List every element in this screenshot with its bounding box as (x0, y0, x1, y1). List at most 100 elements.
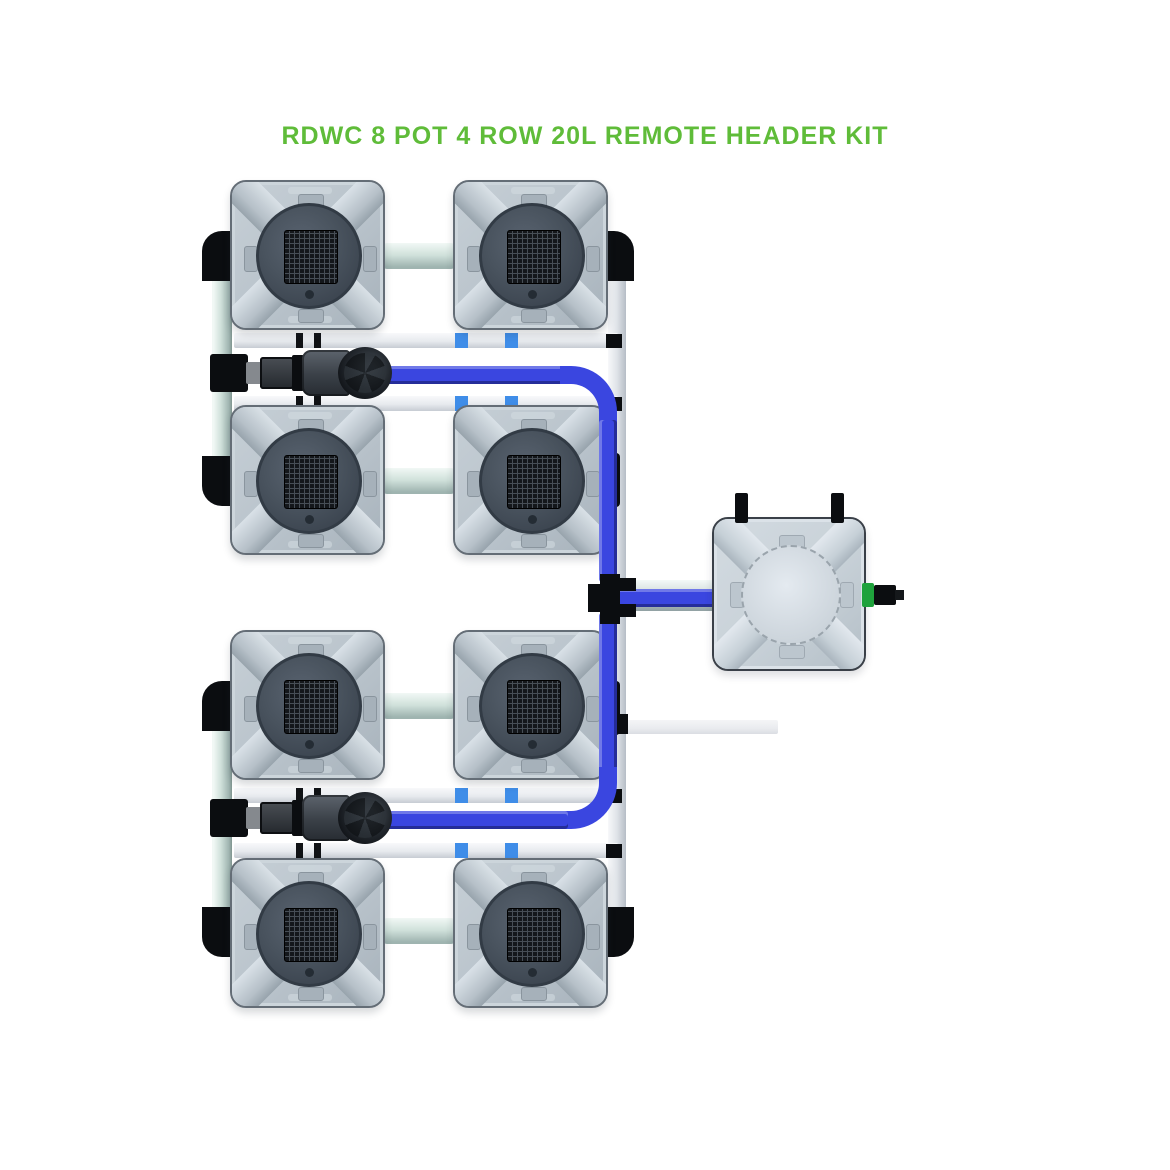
cross-fitting (618, 578, 636, 591)
lid-tab (363, 924, 377, 950)
mesh-screen (284, 230, 338, 284)
lid-tab (521, 987, 547, 1001)
lid-tab (840, 582, 854, 608)
lid-tab (521, 759, 547, 773)
pot-lid (479, 203, 585, 309)
emboss-mark (288, 865, 332, 872)
lid-tab (363, 246, 377, 272)
grow-pot-r3c1 (230, 630, 385, 780)
mesh-screen (284, 908, 338, 962)
tank-outlet-fitting (874, 585, 896, 605)
grow-pot-r4c1 (230, 858, 385, 1008)
feed-tube-a-drop (599, 420, 617, 582)
tank-outlet-valve (862, 583, 874, 607)
overflow-pipe (620, 720, 778, 734)
lid-tab (298, 534, 324, 548)
pump-collar (292, 800, 304, 836)
junction-fitting (606, 334, 622, 348)
pipe-clip (314, 843, 321, 858)
junction-fitting (606, 844, 622, 858)
emboss-mark (511, 187, 555, 194)
emboss-mark (288, 187, 332, 194)
grow-pot-r4c2 (453, 858, 608, 1008)
lid-tab (779, 645, 805, 659)
lid-tab (298, 309, 324, 323)
pot-lid (479, 881, 585, 987)
pipe-clip (296, 843, 303, 858)
pot-lid (479, 428, 585, 534)
lid-plug (528, 968, 537, 977)
inline-valve (260, 357, 294, 389)
tube-clip (455, 788, 468, 803)
grow-pot-r1c1 (230, 180, 385, 330)
grow-pot-r3c2 (453, 630, 608, 780)
lid-plug (528, 290, 537, 299)
header-tank (712, 493, 904, 671)
pot-lid (256, 203, 362, 309)
emboss-mark (288, 412, 332, 419)
circulation-pump-b (210, 792, 392, 844)
lid-tab (363, 471, 377, 497)
pipe-clip (314, 333, 321, 348)
lid-plug (305, 740, 314, 749)
cross-fitting (618, 604, 636, 617)
tube-clip (505, 843, 518, 858)
cross-fitting (588, 584, 602, 612)
tee-fitting (210, 354, 248, 392)
inter-row-pipe-b2 (234, 843, 618, 858)
tank-post (831, 493, 844, 523)
emboss-mark (511, 637, 555, 644)
lid-tab (521, 534, 547, 548)
lid-tab (586, 246, 600, 272)
lid-tab (298, 759, 324, 773)
pipe-clip (296, 396, 303, 411)
tube-clip (505, 788, 518, 803)
lid-plug (528, 740, 537, 749)
inline-valve (260, 802, 294, 834)
row-link-pipe-1 (383, 243, 455, 269)
lid-plug (305, 290, 314, 299)
emboss-mark (288, 637, 332, 644)
pipe-clip (296, 333, 303, 348)
pump-collar (292, 355, 304, 391)
tube-clip (455, 843, 468, 858)
lid-plug (528, 515, 537, 524)
pot-lid (256, 653, 362, 759)
inter-row-pipe-a1 (234, 333, 618, 348)
row-link-pipe-3 (383, 693, 455, 719)
grow-pot-r2c2 (453, 405, 608, 555)
emboss-mark (511, 865, 555, 872)
cross-fitting (600, 574, 620, 624)
row-link-pipe-2 (383, 468, 455, 494)
lid-tab (298, 987, 324, 1001)
mesh-screen (507, 908, 561, 962)
mesh-screen (507, 455, 561, 509)
emboss-mark (511, 412, 555, 419)
grow-pot-r1c2 (453, 180, 608, 330)
tee-fitting (210, 799, 248, 837)
pump-impeller (338, 792, 392, 844)
circulation-pump-a (210, 347, 392, 399)
feed-tube-b-drop (599, 613, 617, 773)
mesh-screen (507, 230, 561, 284)
lid-tab (586, 696, 600, 722)
tube-clip (455, 333, 468, 348)
pipe-clip (314, 396, 321, 411)
pot-lid (256, 881, 362, 987)
tank-lid (741, 545, 841, 645)
lid-plug (305, 515, 314, 524)
pump-union (246, 807, 262, 829)
pot-lid (479, 653, 585, 759)
tank-outlet-stub (895, 590, 904, 600)
diagram-title: RDWC 8 POT 4 ROW 20L REMOTE HEADER KIT (281, 122, 889, 150)
grow-pot-r2c1 (230, 405, 385, 555)
lid-tab (521, 309, 547, 323)
mesh-screen (284, 680, 338, 734)
mesh-screen (284, 455, 338, 509)
pipe-clip (296, 788, 303, 803)
lid-tab (363, 696, 377, 722)
pump-impeller (338, 347, 392, 399)
pump-union (246, 362, 262, 384)
mesh-screen (507, 680, 561, 734)
